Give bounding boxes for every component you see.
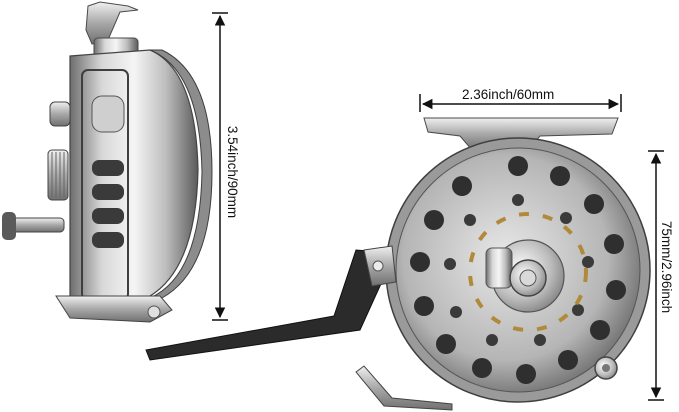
side-height-label: 3.54inch/90mm bbox=[224, 125, 240, 219]
front-height-label: 75mm/2.96inch bbox=[658, 220, 674, 314]
reel-front-view bbox=[145, 117, 651, 411]
dimension-front-height bbox=[648, 150, 664, 401]
dimension-top-width bbox=[419, 94, 622, 112]
reel-side-view bbox=[2, 1, 213, 323]
dimension-side-height bbox=[212, 12, 228, 321]
top-width-label: 2.36inch/60mm bbox=[462, 87, 555, 102]
